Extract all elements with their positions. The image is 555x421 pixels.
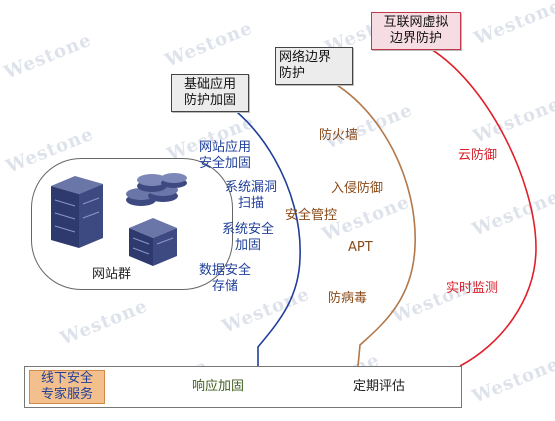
border-item: 防病毒 [328, 291, 368, 306]
virtual-protection-arc [417, 41, 537, 367]
border-item: 防火墙 [319, 128, 359, 143]
storage-disk-icon [126, 173, 187, 206]
basic-protection-title: 基础应用 防护加固 [171, 74, 249, 112]
server-rack-icon [51, 176, 103, 248]
border-protection-title: 网络边界 防护 [275, 47, 353, 85]
border-item: 安全管控 [285, 208, 338, 223]
virtual-item: 实时监测 [446, 281, 499, 296]
server-cabinet-icon [129, 218, 177, 266]
basic-item: 数据安全 存储 [199, 263, 252, 294]
basic-item: 系统安全 加固 [222, 222, 275, 253]
offline-service-label: 线下安全 专家服务 [29, 370, 105, 404]
border-protection-arc [324, 77, 416, 367]
border-item: 入侵防御 [331, 181, 384, 196]
cluster-label: 网站群 [92, 267, 132, 282]
server-icons [51, 173, 187, 266]
border-item: APT [348, 240, 373, 255]
offline-item: 定期评估 [353, 379, 406, 394]
basic-protection-arc [204, 90, 301, 366]
basic-item: 系统漏洞 扫描 [225, 180, 278, 211]
virtual-protection-title: 互联网虚拟 边界防护 [371, 12, 461, 50]
offline-item: 响应加固 [192, 379, 245, 394]
virtual-item: 云防御 [458, 148, 498, 163]
basic-item: 网站应用 安全加固 [199, 140, 252, 171]
